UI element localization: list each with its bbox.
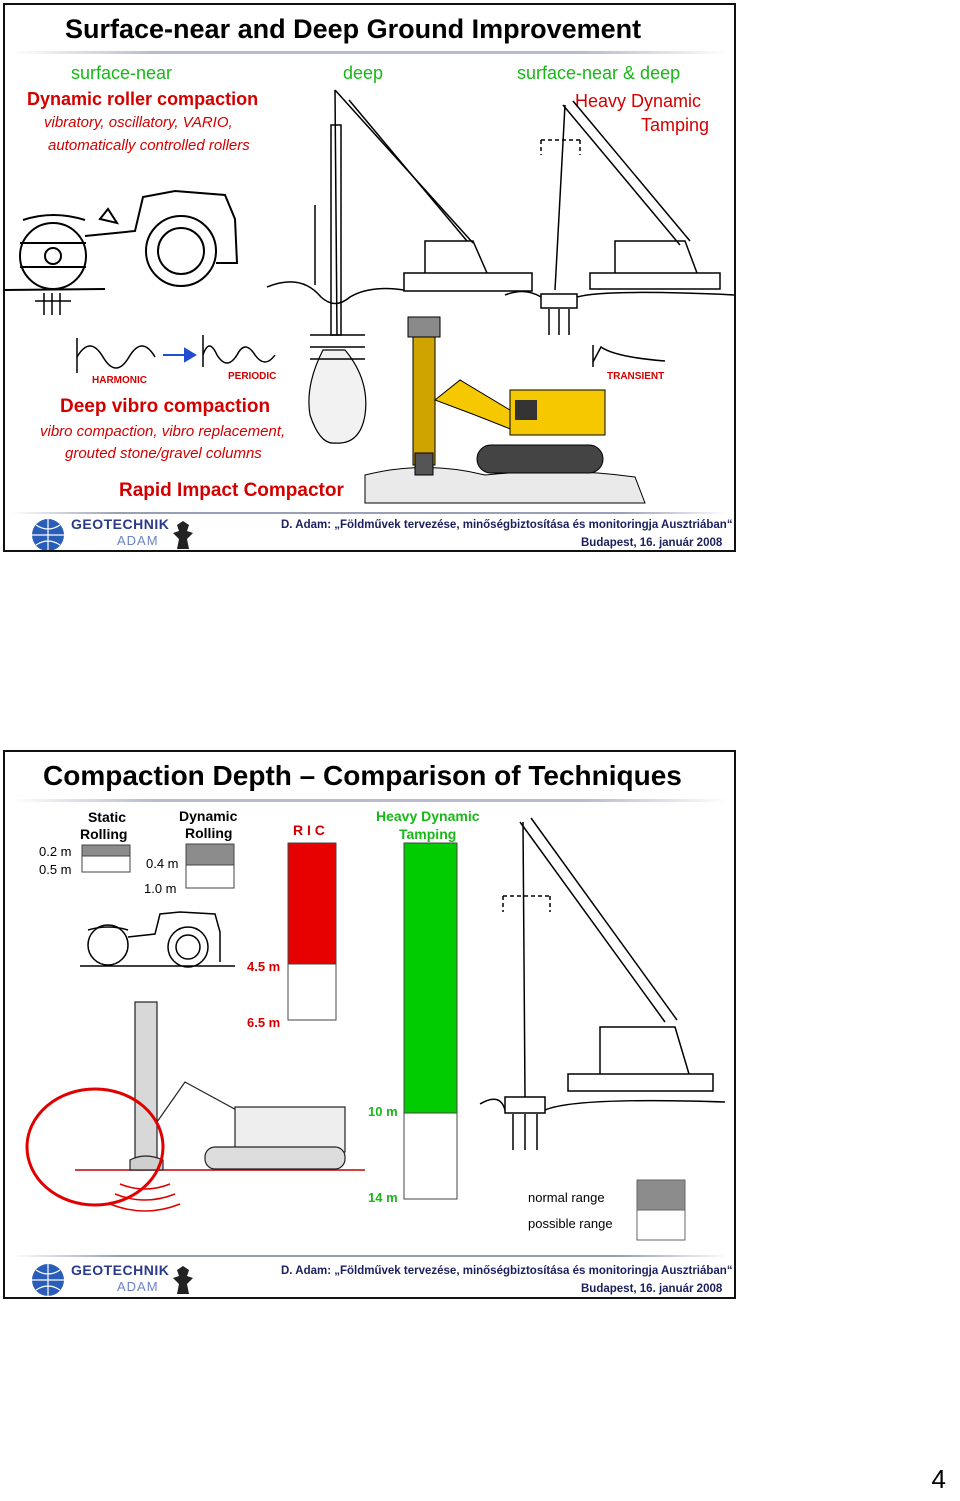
depth-dynamic-possible: 1.0 m bbox=[144, 881, 177, 896]
logo-text-adam: ADAM bbox=[117, 1279, 159, 1294]
static-rolling-line1: Static bbox=[87, 809, 127, 825]
dynamic-rolling-line1: Dynamic bbox=[179, 808, 238, 824]
slide-compaction-depth: Compaction Depth – Comparison of Techniq… bbox=[3, 750, 736, 1299]
depth-static-possible: 0.5 m bbox=[39, 862, 72, 877]
ric-normal-bar bbox=[287, 842, 337, 965]
column-surface-and-deep: surface-near & deep bbox=[517, 63, 681, 83]
ric-possible-bar bbox=[287, 963, 337, 1021]
column-surface-near: surface-near bbox=[71, 63, 173, 83]
vibro-compaction-desc-1: vibro compaction, vibro replacement, bbox=[40, 423, 286, 440]
ric-excavator-illustration bbox=[364, 316, 646, 504]
depth-ric-possible: 6.5 m bbox=[247, 1015, 281, 1030]
slide-ground-improvement: Surface-near and Deep Ground Improvement… bbox=[3, 3, 736, 552]
roller-illustration bbox=[80, 911, 235, 968]
wave-periodic-label: PERIODIC bbox=[228, 371, 277, 382]
slide1-title: Surface-near and Deep Ground Improvement bbox=[65, 14, 642, 44]
hdt-crane-illustration bbox=[479, 817, 726, 1114]
roller-arrows bbox=[35, 293, 71, 315]
austria-eagle-icon bbox=[173, 1266, 193, 1294]
logo-text-adam: ADAM bbox=[117, 533, 159, 548]
legend-normal-label: normal range bbox=[528, 1190, 605, 1205]
wave-harmonic bbox=[76, 338, 156, 373]
static-possible-bar bbox=[81, 855, 131, 873]
wave-transient-label: TRANSIENT bbox=[607, 371, 665, 382]
roller-compaction-desc-2: automatically controlled rollers bbox=[48, 137, 250, 154]
vibro-compaction-title: Deep vibro compaction bbox=[60, 396, 271, 417]
vibro-compaction-desc-2: grouted stone/gravel columns bbox=[65, 445, 262, 462]
page-number: 4 bbox=[931, 1464, 946, 1494]
roller-illustration bbox=[5, 189, 239, 291]
dynamic-possible-bar bbox=[185, 864, 235, 889]
hdt-arrows bbox=[548, 309, 570, 335]
slide2-title: Compaction Depth – Comparison of Techniq… bbox=[43, 760, 682, 791]
footer-rule bbox=[11, 512, 728, 514]
geotechnik-logo-globe bbox=[32, 1264, 64, 1296]
footer-place-date: Budapest, 16. január 2008 bbox=[581, 537, 723, 549]
roller-compaction-desc-1: vibratory, oscillatory, VARIO, bbox=[44, 114, 233, 131]
footer-citation: D. Adam: „Földművek tervezése, minőségbi… bbox=[281, 519, 733, 531]
dynamic-normal-bar bbox=[185, 843, 235, 866]
wave-harmonic-label: HARMONIC bbox=[92, 375, 147, 386]
hdt-title-line1: Heavy Dynamic bbox=[575, 91, 702, 111]
column-deep: deep bbox=[343, 63, 384, 83]
ric-excavator-illustration bbox=[75, 1001, 365, 1171]
hdt-title-line2: Tamping bbox=[641, 115, 710, 135]
depth-hdt-possible: 14 m bbox=[368, 1190, 398, 1205]
legend-possible-label: possible range bbox=[528, 1216, 613, 1231]
static-normal-bar bbox=[81, 844, 131, 857]
hdt-possible-bar bbox=[403, 1112, 458, 1200]
roller-compaction-title: Dynamic roller compaction bbox=[27, 89, 259, 109]
depth-hdt-normal: 10 m bbox=[368, 1104, 398, 1119]
ric-label: R I C bbox=[293, 822, 325, 838]
depth-dynamic-normal: 0.4 m bbox=[146, 856, 179, 871]
geotechnik-logo-globe bbox=[32, 519, 64, 550]
title-rule bbox=[11, 51, 728, 54]
vibro-bulb bbox=[308, 349, 367, 444]
slide2-illustrations bbox=[25, 817, 726, 1296]
title-rule bbox=[11, 799, 728, 802]
hdt-arrows bbox=[512, 1114, 538, 1150]
hdt-label-line2: Tamping bbox=[399, 826, 457, 842]
slide1-illustrations bbox=[5, 89, 734, 550]
static-rolling-line2: Rolling bbox=[80, 826, 128, 842]
logo-text-geotechnik: GEOTECHNIK bbox=[71, 516, 170, 532]
depth-ric-normal: 4.5 m bbox=[247, 959, 281, 974]
depth-static-normal: 0.2 m bbox=[39, 844, 72, 859]
footer-citation: D. Adam: „Földművek tervezése, minőségbi… bbox=[281, 1265, 733, 1277]
legend-possible-swatch bbox=[636, 1209, 686, 1241]
footer-place-date: Budapest, 16. január 2008 bbox=[581, 1283, 723, 1295]
footer-rule bbox=[11, 1255, 728, 1257]
hdt-normal-bar bbox=[403, 842, 458, 1114]
wave-transient bbox=[592, 345, 666, 367]
hdt-crane-illustration bbox=[504, 100, 734, 309]
dynamic-rolling-line2: Rolling bbox=[185, 825, 233, 841]
wave-periodic bbox=[202, 335, 276, 367]
legend-normal-swatch bbox=[636, 1179, 686, 1211]
logo-text-geotechnik: GEOTECHNIK bbox=[71, 1262, 170, 1278]
vibro-crane-illustration bbox=[266, 89, 533, 336]
wave-arrow bbox=[163, 347, 197, 363]
ric-title: Rapid Impact Compactor bbox=[119, 480, 344, 501]
ric-wave-arcs bbox=[109, 1183, 181, 1212]
hdt-label-line1: Heavy Dynamic bbox=[376, 808, 480, 824]
vibro-arrows bbox=[310, 334, 365, 360]
austria-eagle-icon bbox=[173, 521, 193, 549]
ric-highlight-circle bbox=[25, 1087, 165, 1207]
